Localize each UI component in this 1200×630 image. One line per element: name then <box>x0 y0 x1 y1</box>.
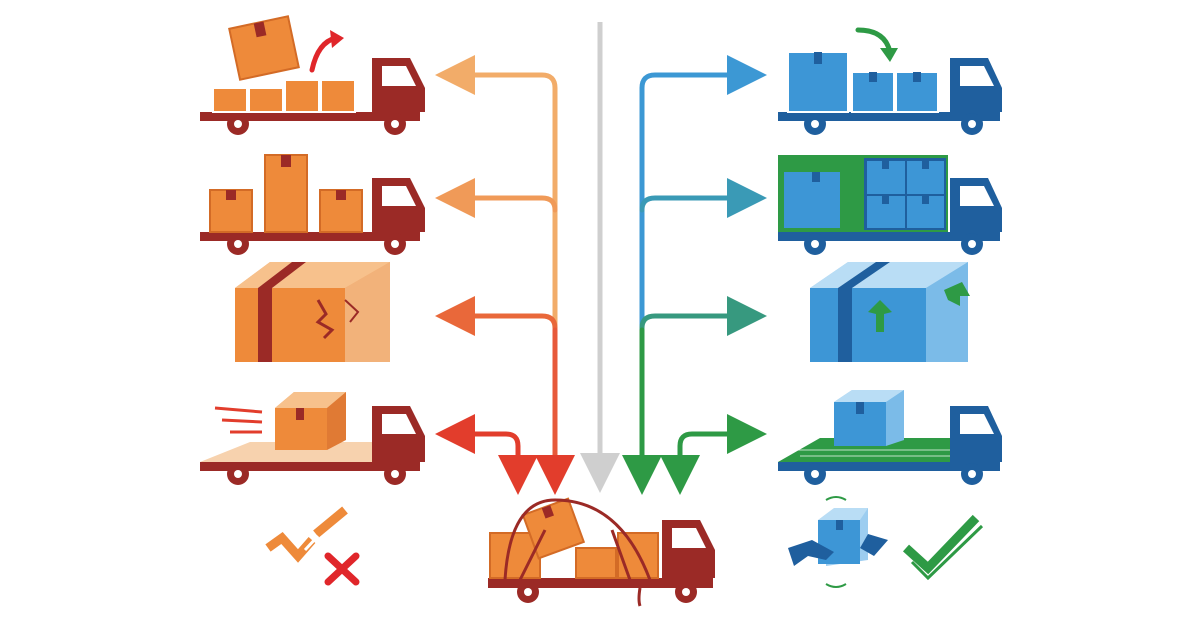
truck-with-box-on-secured-mat-icon <box>778 390 1002 485</box>
truck-with-box-falling-off-icon <box>200 15 425 135</box>
check-mark-broken-with-red-x-icon <box>265 506 360 586</box>
handover-box-with-green-check-icon <box>788 496 984 588</box>
crushed-damaged-box-icon <box>235 262 390 362</box>
truck-with-box-loaded-in-icon <box>778 27 1002 135</box>
bad-connector-arrows <box>435 55 575 495</box>
truck-with-uneven-stacked-boxes-icon <box>200 154 425 255</box>
good-connector-arrows <box>622 55 767 495</box>
truck-with-sliding-box-icon <box>200 392 425 485</box>
truck-with-cargo-strapped-icon <box>488 497 715 607</box>
box-with-corner-protectors-icon <box>810 262 970 362</box>
truck-with-organized-grid-cargo-icon <box>778 155 1002 255</box>
